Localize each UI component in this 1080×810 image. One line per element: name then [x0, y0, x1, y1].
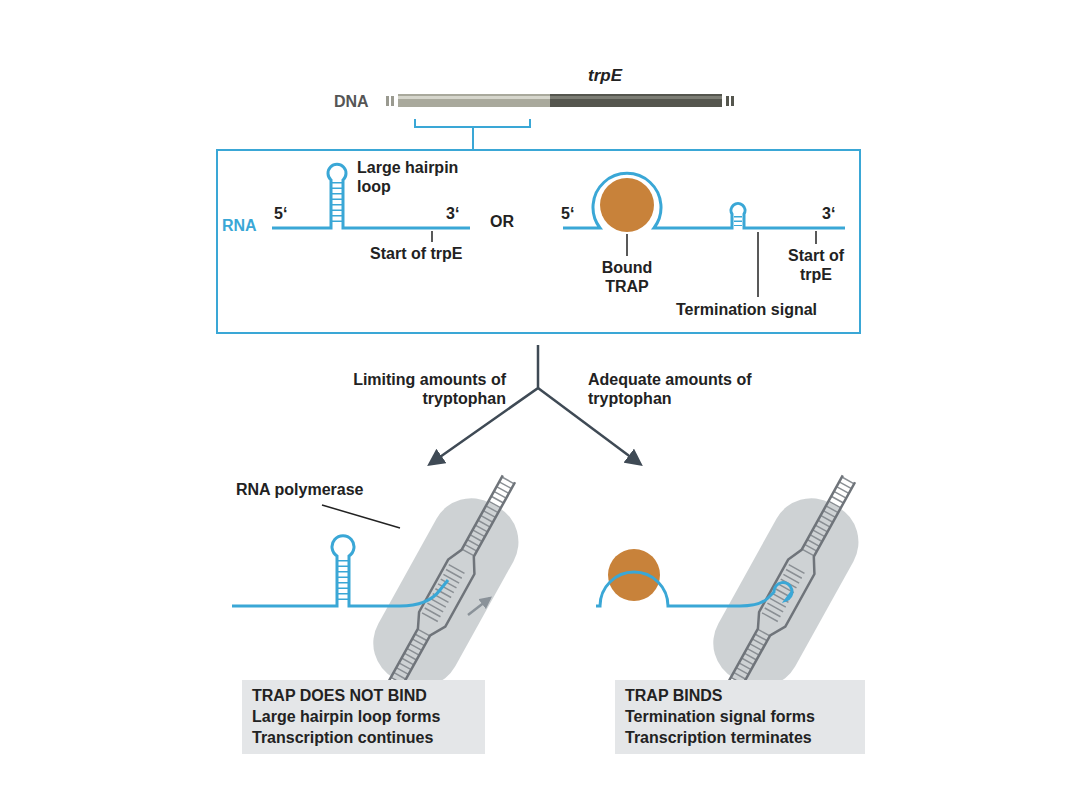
trap-protein [608, 549, 660, 601]
leader-line [626, 234, 628, 256]
label-text: Termination signal [676, 300, 851, 319]
caption-box: TRAP DOES NOT BINDLarge hairpin loop for… [242, 680, 485, 754]
label-text: Start of trpE [778, 246, 854, 284]
label-text: DNA [334, 92, 369, 111]
hairpin-rungs [734, 216, 742, 226]
rna-strand [596, 572, 792, 606]
label-text: 5‘ [561, 204, 574, 223]
label-text: RNA polymerase [236, 480, 406, 499]
label-text: Bound TRAP [589, 258, 665, 296]
bracket [415, 119, 530, 150]
leader-line [757, 232, 759, 297]
label-text: Adequate amounts of tryptophan [588, 370, 768, 408]
hairpin-rungs [338, 560, 348, 603]
label-text: Start of trpE [370, 244, 500, 263]
hairpin-rungs [332, 182, 342, 226]
rna-strand [232, 536, 448, 606]
box-text: TRAP BINDS [625, 686, 855, 707]
label-text: Large hairpin loop [357, 158, 477, 196]
box-text: Large hairpin loop forms [252, 707, 475, 728]
label-text: 5‘ [274, 204, 287, 223]
label-text: 3‘ [822, 204, 835, 223]
label-text: trpE [588, 66, 622, 86]
label-text: 3‘ [446, 204, 459, 223]
label-text: OR [490, 212, 514, 231]
dna-bar [386, 94, 734, 107]
trap-protein [600, 178, 654, 232]
box-text: Transcription terminates [625, 728, 855, 749]
direction-arrow [468, 598, 490, 615]
box-text: TRAP DOES NOT BIND [252, 686, 475, 707]
caption-box: TRAP BINDSTermination signal formsTransc… [615, 680, 865, 754]
label-text: Limiting amounts of tryptophan [340, 370, 506, 408]
leader-line [322, 505, 400, 528]
panel-frame [217, 150, 860, 333]
leader-line [431, 231, 433, 242]
rna-strand [563, 173, 845, 228]
box-text: Termination signal forms [625, 707, 855, 728]
leader-line [815, 231, 817, 244]
label-text: RNA [222, 216, 257, 235]
box-text: Transcription continues [252, 728, 475, 749]
